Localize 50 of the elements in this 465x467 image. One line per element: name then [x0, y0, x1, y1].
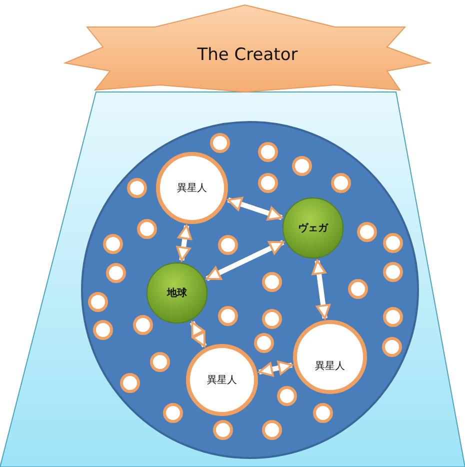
small-circle — [93, 320, 113, 340]
small-circle — [210, 133, 230, 153]
small-circle — [150, 352, 170, 372]
small-circle — [88, 292, 108, 312]
node-label: 地球 — [167, 286, 187, 300]
double-arrow — [190, 321, 207, 348]
small-circle — [277, 386, 297, 406]
node-label: 異星人 — [177, 182, 207, 195]
small-circle — [262, 309, 282, 329]
small-circle — [106, 263, 126, 283]
small-circle — [133, 315, 153, 335]
alien-circle — [186, 344, 258, 416]
small-circle — [331, 173, 351, 193]
small-circle — [357, 222, 377, 242]
small-circle — [348, 279, 368, 299]
small-circle — [218, 235, 238, 255]
small-circle — [258, 173, 278, 193]
small-circle — [163, 403, 183, 423]
double-arrow — [176, 224, 192, 262]
alien-circle — [293, 320, 367, 394]
double-arrow — [206, 240, 284, 282]
small-circle — [258, 142, 278, 162]
node-label: 異星人 — [315, 360, 345, 373]
alien-circle — [156, 152, 228, 224]
double-arrow — [258, 360, 293, 377]
node-label: ヴェガ — [298, 222, 328, 235]
light-beam-shape — [0, 92, 465, 467]
node-label: The Creator — [197, 45, 298, 66]
small-circle — [127, 178, 147, 198]
small-circle — [292, 156, 312, 176]
small-circle — [213, 420, 233, 440]
small-circle — [383, 233, 403, 253]
small-circle — [120, 373, 140, 393]
small-circle — [103, 234, 123, 254]
small-circle — [218, 306, 238, 326]
small-circle — [382, 337, 402, 357]
small-circle — [313, 403, 333, 423]
small-circle — [262, 420, 282, 440]
planet-circle — [146, 262, 208, 324]
small-circle — [383, 307, 403, 327]
small-circle — [254, 333, 274, 353]
double-arrow — [312, 260, 331, 320]
planet-circle — [282, 197, 344, 259]
space-circle — [80, 118, 420, 462]
node-label: 異星人 — [207, 374, 237, 387]
star-shape — [65, 5, 430, 92]
double-arrow — [227, 196, 283, 221]
small-circle — [137, 219, 157, 239]
small-circle — [383, 262, 403, 282]
small-circle — [262, 272, 282, 292]
